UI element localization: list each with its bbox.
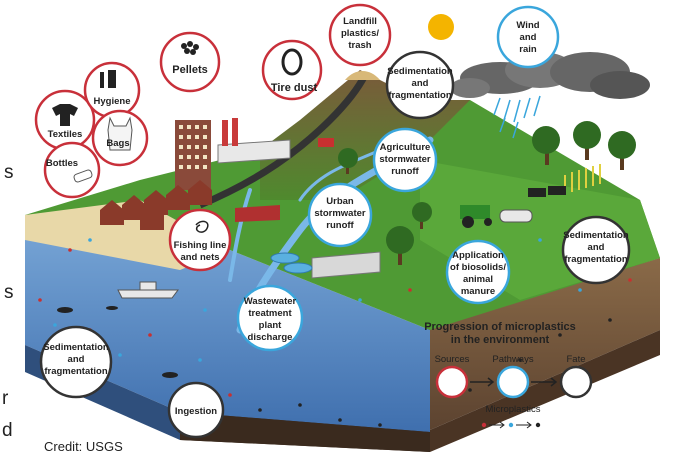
label-hygiene: Hygiene	[94, 96, 131, 107]
source-hygiene: Hygiene	[83, 61, 141, 119]
legend-fate-label: Fate	[566, 354, 585, 365]
edge-text: s	[4, 282, 14, 303]
label-landfill-3: trash	[348, 40, 371, 51]
label-sed-top: Sedimentation	[387, 66, 453, 77]
landfill-mound	[345, 71, 380, 80]
legend-sources-label: Sources	[435, 354, 470, 365]
legend-dot-black	[535, 422, 541, 428]
edge-text: d	[2, 420, 13, 441]
label-sed-right-3: fragmentation	[564, 254, 628, 265]
legend: Progression of microplastics in the envi…	[424, 321, 593, 429]
label-wastewater-4: discharge	[248, 332, 293, 343]
label-textiles: Textiles	[48, 129, 83, 140]
label-wastewater-2: treatment	[248, 308, 292, 319]
edge-text: r	[2, 388, 9, 409]
boat	[117, 281, 179, 299]
truck	[318, 138, 334, 147]
credit-caption: Credit: USGS	[44, 439, 123, 454]
label-sed-right-2: and	[588, 242, 605, 253]
sun-icon	[428, 14, 454, 40]
pathway-biosolids: Application of biosolids/ animal manure	[445, 239, 511, 305]
fate-ingestion: Ingestion	[167, 381, 225, 439]
label-landfill-2: plastics/	[341, 28, 379, 39]
label-urban: Urban	[326, 196, 354, 207]
source-landfill: Landfill plastics/ trash	[328, 3, 392, 67]
arrow-icon	[489, 421, 505, 429]
label-agriculture: Agriculture	[380, 142, 431, 153]
legend-pathways-label: Pathways	[492, 354, 533, 365]
fate-sedimentation-right: Sedimentation and fragmentation	[561, 215, 631, 285]
label-bags: Bags	[106, 138, 129, 149]
label-pellets: Pellets	[172, 64, 207, 76]
label-agriculture-2: stormwater	[379, 154, 431, 165]
label-biosolids: Application	[452, 250, 504, 261]
pathway-urban: Urban stormwater runoff	[307, 182, 373, 248]
cows	[528, 186, 566, 197]
label-wastewater: Wastewater	[244, 296, 297, 307]
storm-cloud-icon	[450, 52, 650, 99]
legend-microplastics-label: Microplastics	[486, 404, 541, 415]
pathway-wind-rain: Wind and rain	[496, 5, 560, 69]
pathway-agriculture: Agriculture stormwater runoff	[372, 127, 438, 193]
label-urban-2: stormwater	[314, 208, 366, 219]
tire-icon	[281, 48, 303, 76]
fishing-line-icon	[195, 220, 209, 233]
label-sed-top-2: and	[412, 78, 429, 89]
source-textiles: Textiles	[34, 89, 96, 151]
rain-icon	[493, 95, 541, 139]
arrow-icon	[470, 377, 495, 387]
label-wind: Wind	[516, 20, 539, 31]
label-ingestion: Ingestion	[175, 406, 217, 417]
source-fishing-line: Fishing line and nets	[168, 208, 232, 272]
label-fishing-2: and nets	[180, 252, 219, 263]
bottle-icon	[73, 169, 93, 183]
toothbrush-icon	[100, 72, 104, 88]
label-sed-top-3: fragmentation	[388, 90, 452, 101]
legend-title: Progression of microplastics	[424, 321, 576, 333]
label-wind-2: and	[520, 32, 537, 43]
label-landfill: Landfill	[343, 16, 377, 27]
source-bags: Bags	[91, 109, 149, 167]
shirt-icon	[52, 104, 78, 126]
edge-text: s	[4, 162, 14, 183]
label-agriculture-3: runoff	[391, 166, 419, 177]
source-bottles: Bottles	[43, 141, 101, 199]
pellets-icon	[181, 41, 199, 55]
arrow-icon	[516, 421, 532, 429]
legend-dot-red	[481, 422, 487, 428]
label-wind-3: rain	[519, 44, 537, 55]
label-sed-left-3: fragmentation	[44, 366, 108, 377]
city-buildings	[100, 118, 381, 279]
legend-pathway-circle	[496, 365, 530, 399]
label-tire-dust: Tire dust	[271, 82, 318, 94]
source-tire-dust: Tire dust	[261, 39, 323, 101]
trees	[338, 121, 636, 265]
legend-fate-circle	[559, 365, 593, 399]
label-biosolids-2: of biosolids/	[450, 262, 506, 273]
tractor	[460, 205, 533, 228]
legend-source-circle	[435, 365, 469, 399]
label-urban-3: runoff	[326, 220, 354, 231]
ponds	[270, 252, 313, 274]
legend-dot-blue	[508, 422, 514, 428]
fate-sedimentation-left: Sedimentation and fragmentation	[39, 325, 113, 399]
label-sed-right: Sedimentation	[563, 230, 629, 241]
source-pellets: Pellets	[159, 31, 221, 93]
bag-icon	[107, 116, 133, 151]
label-sed-left: Sedimentation	[43, 342, 109, 353]
label-sed-left-2: and	[68, 354, 85, 365]
arrow-icon	[531, 377, 558, 387]
label-bottles: Bottles	[46, 158, 78, 169]
pathway-wastewater: Wastewater treatment plant discharge	[236, 284, 304, 352]
label-biosolids-3: animal	[463, 274, 493, 285]
fish	[57, 306, 178, 378]
road	[198, 73, 369, 209]
label-biosolids-4: manure	[461, 286, 495, 297]
label-fishing: Fishing line	[174, 240, 227, 251]
fate-sedimentation-top: Sedimentation and fragmentation	[385, 50, 455, 120]
legend-title-2: in the environment	[451, 334, 550, 346]
label-wastewater-3: plant	[259, 320, 283, 331]
